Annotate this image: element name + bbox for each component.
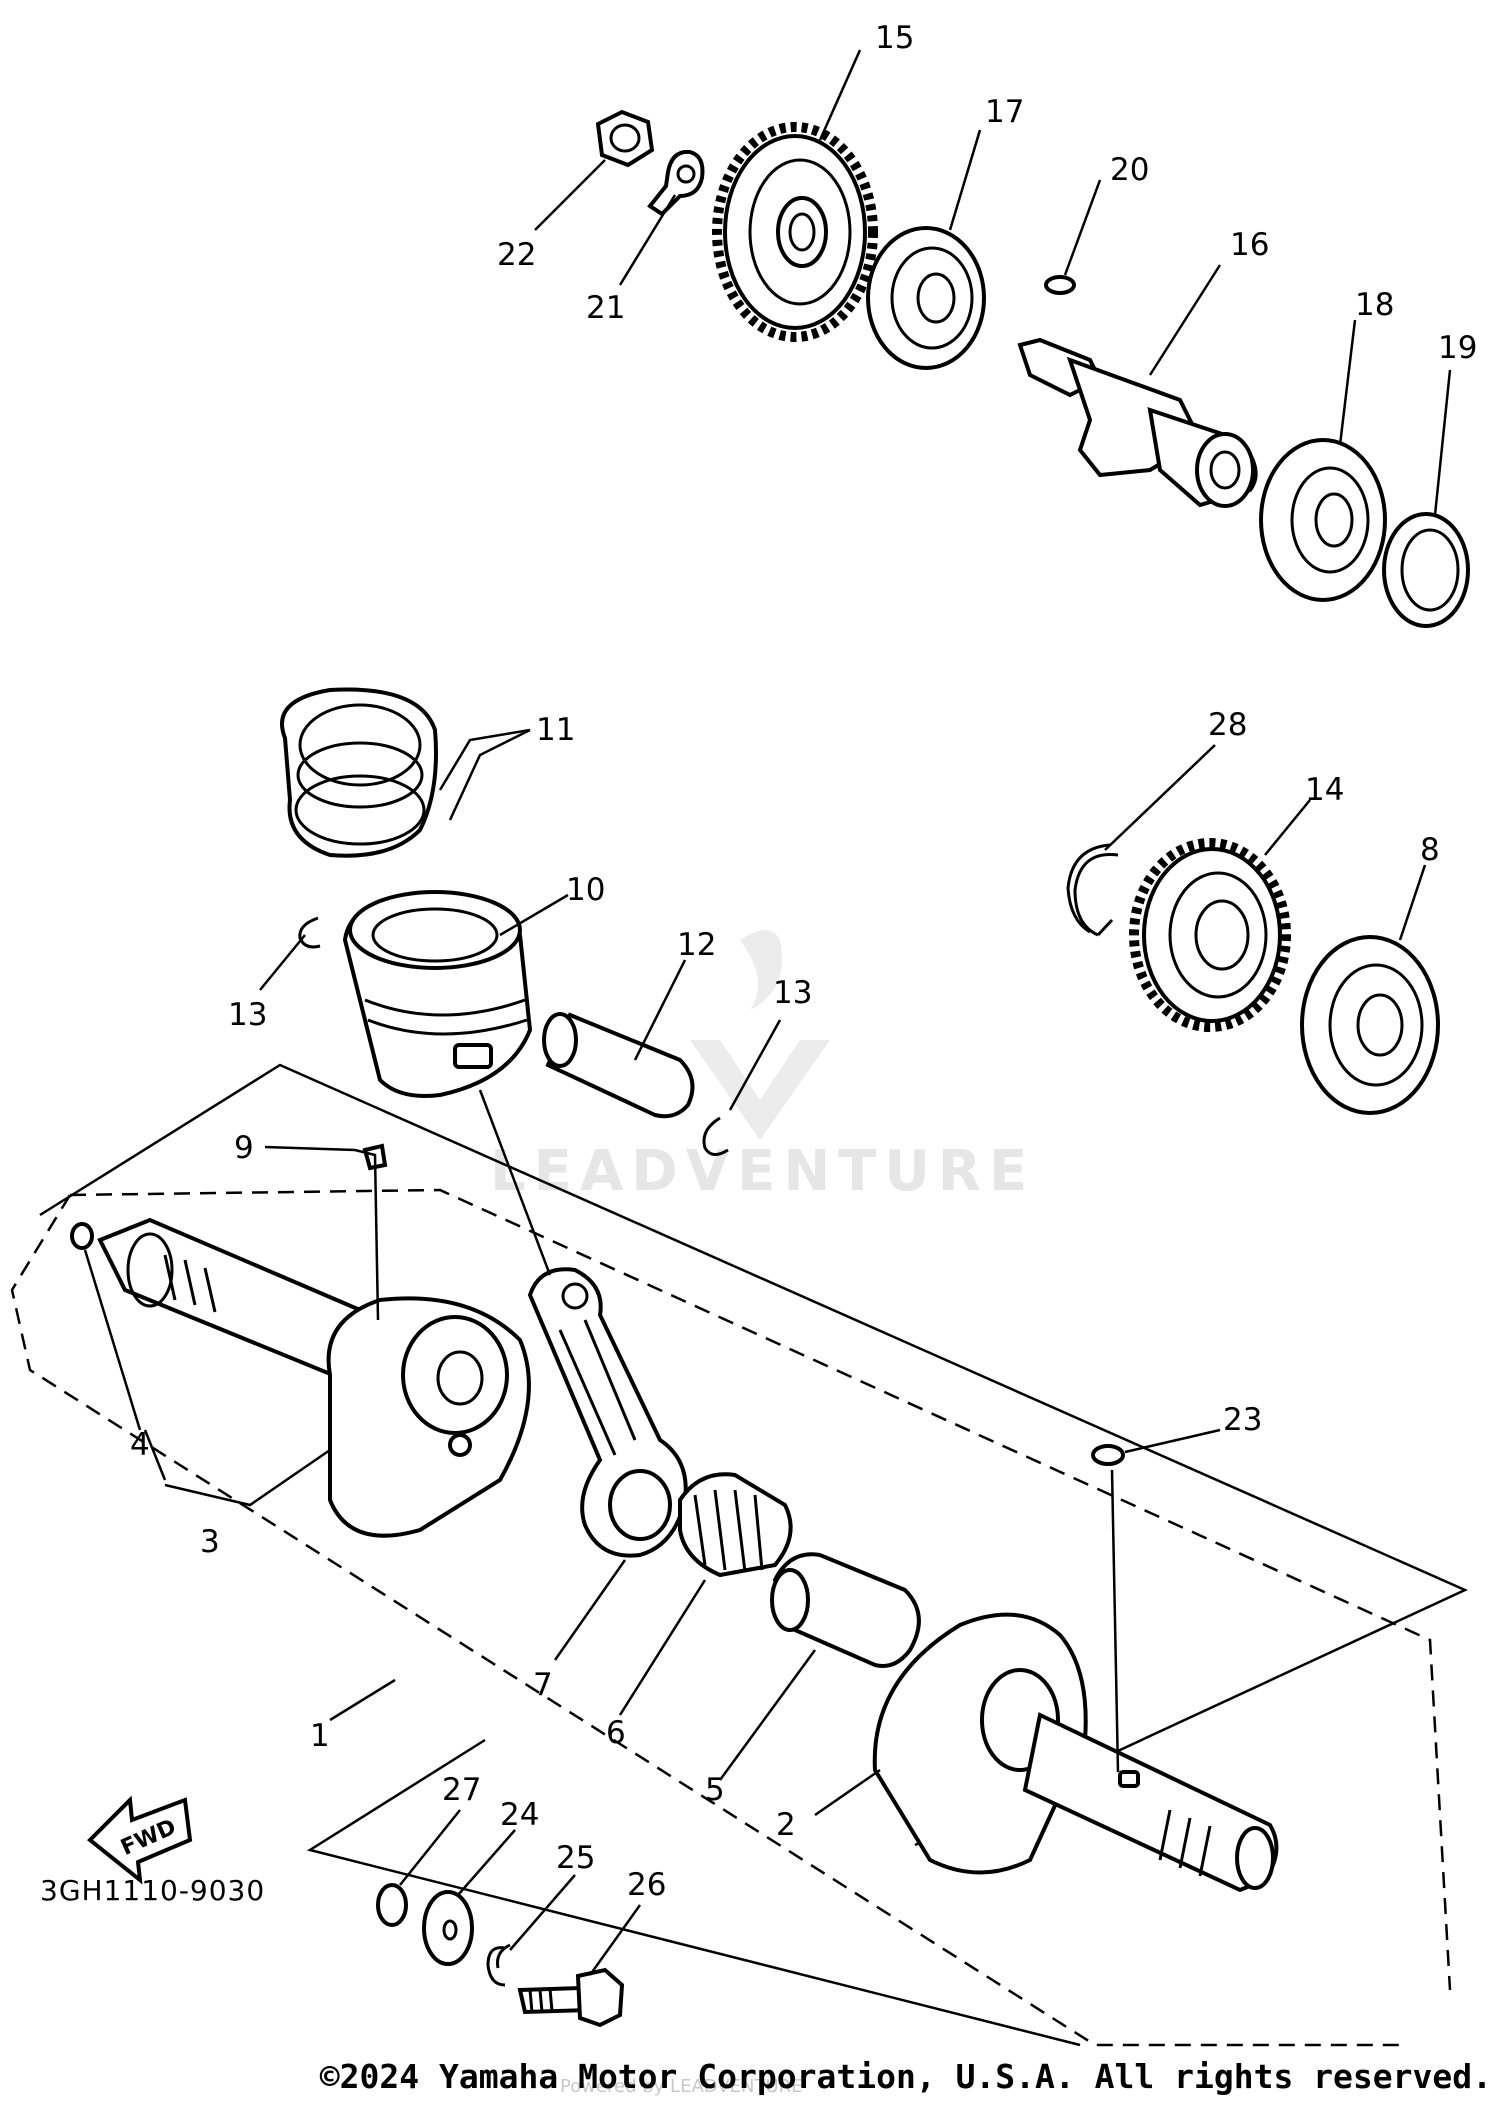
assembly-outline-crank-1 <box>10 1063 1469 2047</box>
callout-1: 1 <box>310 1718 330 1754</box>
part-16-balancer-shaft <box>1017 337 1258 508</box>
part-21-lock-washer <box>647 149 705 217</box>
callout-28: 28 <box>1208 707 1247 743</box>
callout-15: 15 <box>875 20 914 56</box>
leader-lines <box>83 49 1452 1976</box>
part-27-o-ring <box>376 1883 408 1927</box>
part-25-lock-washer <box>486 1943 511 1987</box>
part-12-piston-pin <box>542 1012 695 1119</box>
callout-26: 26 <box>627 1867 666 1903</box>
part-15-balancer-gear <box>712 122 878 342</box>
part-17-bearing <box>866 226 986 370</box>
part-3-crank-left <box>97 1217 531 1538</box>
callout-19: 19 <box>1438 330 1477 366</box>
part-8-bearing <box>1300 935 1440 1115</box>
callout-13-left: 13 <box>228 997 267 1033</box>
callout-16: 16 <box>1230 227 1269 263</box>
part-28-circlip <box>1066 843 1119 937</box>
part-22-nut <box>595 109 655 168</box>
part-23-woodruff-key <box>1091 1444 1125 1466</box>
callout-27: 27 <box>442 1772 481 1808</box>
watermark: LEADVENTURE <box>490 930 1035 1204</box>
part-2-crank-right <box>872 1612 1279 1893</box>
callout-10: 10 <box>566 872 605 908</box>
watermark-text: LEADVENTURE <box>490 1139 1035 1204</box>
part-14-primary-drive-gear <box>1129 838 1291 1032</box>
callout-8: 8 <box>1420 832 1440 868</box>
part-6-needle-bearing <box>678 1472 793 1578</box>
part-11-piston-rings <box>280 687 438 858</box>
part-20-woodruff-key <box>1044 275 1076 295</box>
callout-22: 22 <box>497 237 536 273</box>
callout-24: 24 <box>500 1797 539 1833</box>
callout-20: 20 <box>1110 152 1149 188</box>
part-13-piston-pin-clip-right <box>702 1116 729 1156</box>
callout-25: 25 <box>556 1840 595 1876</box>
callout-7: 7 <box>533 1667 553 1703</box>
callout-12: 12 <box>677 927 716 963</box>
callout-21: 21 <box>586 290 625 326</box>
callout-9: 9 <box>234 1130 254 1166</box>
callout-23: 23 <box>1223 1402 1262 1438</box>
part-24-plate-washer <box>422 1890 474 1966</box>
watermark-subtitle: Powered by LEADVENTURE <box>560 2076 803 2097</box>
callout-11: 11 <box>536 712 575 748</box>
figure-code: 3GH1110-9030 <box>40 1874 265 1907</box>
part-19-oil-seal <box>1382 512 1470 628</box>
callout-14: 14 <box>1305 772 1344 808</box>
part-18-bearing <box>1259 438 1387 602</box>
part-5-crank-pin <box>770 1552 921 1668</box>
part-7-connecting-rod <box>527 1267 688 1558</box>
callout-13-right: 13 <box>773 975 812 1011</box>
callout-5: 5 <box>705 1772 725 1808</box>
fwd-arrow-icon: FWD <box>87 1795 193 1885</box>
copyright-notice: ©2024 Yamaha Motor Corporation, U.S.A. A… <box>319 2057 1492 2096</box>
callout-3: 3 <box>200 1524 220 1560</box>
callout-4: 4 <box>130 1427 150 1463</box>
part-10-piston <box>342 890 533 1098</box>
part-4-plug <box>70 1222 94 1250</box>
callout-2: 2 <box>776 1807 796 1843</box>
callout-17: 17 <box>985 94 1024 130</box>
callout-labels: 1 2 3 4 5 6 7 8 9 10 11 12 13 13 14 15 1… <box>130 20 1477 1903</box>
callout-18: 18 <box>1355 287 1394 323</box>
part-26-bolt <box>517 1967 625 2028</box>
part-13-piston-pin-clip-left <box>298 916 321 949</box>
callout-6: 6 <box>606 1715 626 1751</box>
assembly-outline-bolt-group <box>306 1738 1081 2047</box>
